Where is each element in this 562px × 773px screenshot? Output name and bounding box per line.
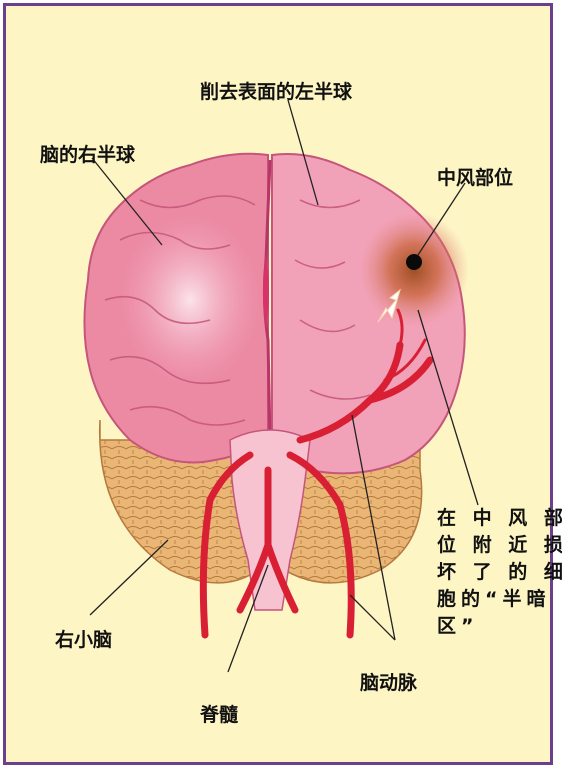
- stroke-site-dot: [406, 254, 422, 270]
- label-cerebral-artery: 脑动脉: [360, 668, 417, 695]
- label-stroke-site: 中风部位: [437, 163, 513, 190]
- label-left-hemisphere-cut: 削去表面的左半球: [200, 77, 352, 104]
- label-penumbra: 在 中 风 部 位 附 近 损 坏 了 的 细 胞的“半暗 区”: [437, 505, 562, 640]
- label-right-cerebellum: 右小脑: [55, 625, 112, 652]
- label-right-hemisphere: 脑的右半球: [40, 140, 135, 167]
- label-spinal-cord: 脊髓: [200, 700, 238, 727]
